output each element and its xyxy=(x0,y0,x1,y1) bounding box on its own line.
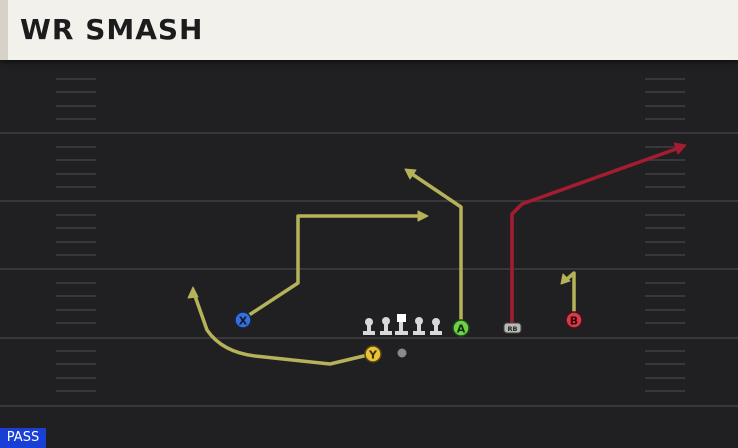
title-bar: WR SMASH xyxy=(0,0,738,60)
play-title: WR SMASH xyxy=(20,13,204,46)
route-y-arrowhead xyxy=(187,286,199,299)
player-a[interactable]: A xyxy=(452,319,470,337)
route-b xyxy=(564,271,576,320)
route-b-arrowhead xyxy=(560,273,571,285)
player-y[interactable]: Y xyxy=(364,345,382,363)
player-x-icon xyxy=(234,311,252,329)
player-rb[interactable]: RB xyxy=(503,322,522,334)
player-x-label: X xyxy=(239,315,248,328)
player-b-icon xyxy=(565,311,583,329)
player-y-label: Y xyxy=(368,349,378,362)
player-x[interactable]: X xyxy=(234,311,252,329)
route-a-arrowhead xyxy=(404,168,417,180)
route-rb xyxy=(510,147,678,329)
right-tackle-icon xyxy=(430,318,442,335)
left-tackle-icon xyxy=(363,318,375,335)
player-a-icon xyxy=(452,319,470,337)
player-b[interactable]: B xyxy=(565,311,583,329)
route-x-arrowhead xyxy=(417,210,429,222)
quarterback-icon xyxy=(397,348,407,358)
player-rb-label: RB xyxy=(508,325,518,333)
left-guard-icon xyxy=(380,317,392,335)
yard-lines xyxy=(0,132,738,407)
player-rb-icon xyxy=(503,322,522,334)
player-b-label: B xyxy=(570,315,578,328)
route-rb-arrowhead xyxy=(673,142,687,155)
hash-marks-right xyxy=(645,78,685,392)
player-a-label: A xyxy=(457,323,466,336)
hash-marks-left xyxy=(56,78,96,392)
offensive-line xyxy=(363,314,442,335)
player-y-icon xyxy=(364,345,382,363)
play-type-badge: PASS xyxy=(0,428,46,448)
route-a xyxy=(410,172,463,329)
center-icon xyxy=(395,314,408,335)
route-x xyxy=(241,214,422,321)
right-guard-icon xyxy=(413,317,425,335)
route-y xyxy=(193,294,374,366)
